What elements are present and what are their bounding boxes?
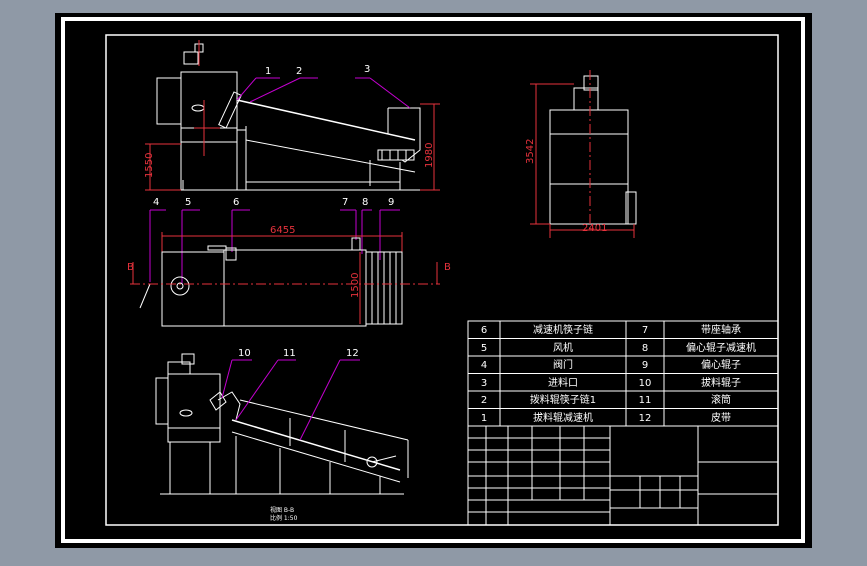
sec-chute [217, 391, 241, 421]
part-name: 减速机筷子链 [533, 323, 593, 336]
leader-11 [235, 359, 279, 421]
bearing-block [351, 237, 361, 251]
section-letter-right: B [444, 262, 451, 273]
leader-12 [299, 359, 341, 441]
drive-roller [366, 456, 378, 468]
label-12: 12 [346, 348, 359, 359]
view-caption-2: 比例 1:50 [270, 514, 298, 522]
dim-1980: 1980 [424, 143, 435, 168]
table-row: 6 减速机筷子链 7 带座轴承 [481, 323, 741, 336]
reducer-block [225, 247, 237, 261]
label-7: 7 [342, 197, 348, 208]
part-no: 2 [481, 395, 487, 406]
parts-table: 6 减速机筷子链 7 带座轴承 5 风机 8 偏心辊子减速机 4 阀门 9 偏心… [467, 320, 779, 427]
side-motor-cap [583, 75, 599, 91]
part-name: 偏心辊子 [701, 358, 741, 371]
leader-3 [369, 77, 411, 109]
leader-1 [236, 77, 257, 101]
part-name: 皮带 [711, 411, 731, 424]
sec-port [179, 409, 193, 417]
view-caption-1: 视图 B-B [270, 506, 294, 514]
chain-drive [218, 91, 242, 129]
part-name: 进料口 [548, 376, 578, 389]
label-5: 5 [185, 197, 191, 208]
fan-hub [176, 282, 184, 290]
sec-roller-icon [209, 391, 227, 411]
part-name: 拔料辊减速机 [533, 411, 593, 424]
dim-2401: 2401 [582, 223, 607, 234]
sec-side-box [155, 377, 169, 425]
floor-frame [245, 181, 401, 190]
part-name: 风机 [553, 341, 573, 354]
label-2: 2 [296, 66, 302, 77]
label-6: 6 [233, 197, 239, 208]
table-row: 3 进料口 10 拔料辊子 [481, 376, 741, 389]
dim-1500: 1500 [350, 273, 361, 298]
label-1: 1 [265, 66, 271, 77]
sec-motor-cap [181, 353, 195, 365]
part-no: 8 [642, 343, 648, 354]
side-view: 3542 2401 [525, 70, 637, 238]
roller-arm [371, 455, 397, 463]
part-name: 阀门 [553, 358, 573, 371]
top-view: 4 5 6 7 8 9 6455 B B 1500 [127, 197, 451, 327]
dim-1550: 1550 [144, 153, 155, 178]
part-no: 10 [639, 378, 652, 389]
conveyor-bottom [231, 431, 401, 483]
part-no: 3 [481, 378, 487, 389]
title-block [467, 425, 779, 526]
label-8: 8 [362, 197, 368, 208]
table-row: 1 拔料辊减速机 12 皮带 [481, 411, 731, 424]
hopper-bottom [245, 139, 416, 173]
part-name: 拔料辊子 [701, 376, 741, 389]
label-11: 11 [283, 348, 296, 359]
inner-border [105, 34, 779, 526]
dim-3542: 3542 [525, 139, 536, 164]
fan-wheel [170, 276, 190, 296]
part-name: 偏心辊子减速机 [686, 341, 756, 354]
side-box [156, 77, 182, 125]
sec-base [167, 427, 221, 443]
label-3: 3 [364, 64, 370, 75]
part-name: 带座轴承 [701, 323, 741, 336]
label-4: 4 [153, 197, 159, 208]
dim-6455: 6455 [270, 225, 295, 236]
label-9: 9 [388, 197, 394, 208]
table-row: 2 拨料辊筷子链1 11 滚筒 [481, 393, 731, 406]
leader-2 [249, 77, 301, 103]
section-view: 10 11 12 视图 B-B 比例 1:50 [155, 348, 409, 522]
motor-top [183, 51, 199, 65]
part-no: 7 [642, 325, 648, 336]
table-row: 4 阀门 9 偏心辊子 [481, 358, 741, 371]
part-no: 12 [639, 413, 652, 424]
part-no: 5 [481, 343, 487, 354]
part-no: 6 [481, 325, 487, 336]
part-name: 拨料辊筷子链1 [530, 393, 596, 406]
roller-block [377, 149, 415, 161]
table-row: 5 风机 8 偏心辊子减速机 [481, 341, 756, 354]
section-letter-left: B [127, 262, 134, 273]
part-no: 4 [481, 360, 487, 371]
conveyor-rail [239, 399, 409, 441]
part-no: 11 [639, 395, 652, 406]
outer-border [61, 17, 805, 543]
label-10: 10 [238, 348, 251, 359]
hopper-top [236, 99, 416, 141]
leader-10 [221, 359, 233, 399]
part-no: 1 [481, 413, 487, 424]
part-name: 滚筒 [711, 393, 731, 406]
front-view: 1550 1980 1 2 3 [144, 40, 440, 191]
reducer-plate [207, 245, 227, 251]
valve-arm [139, 283, 151, 309]
part-no: 9 [642, 360, 648, 371]
side-guard [625, 191, 637, 225]
